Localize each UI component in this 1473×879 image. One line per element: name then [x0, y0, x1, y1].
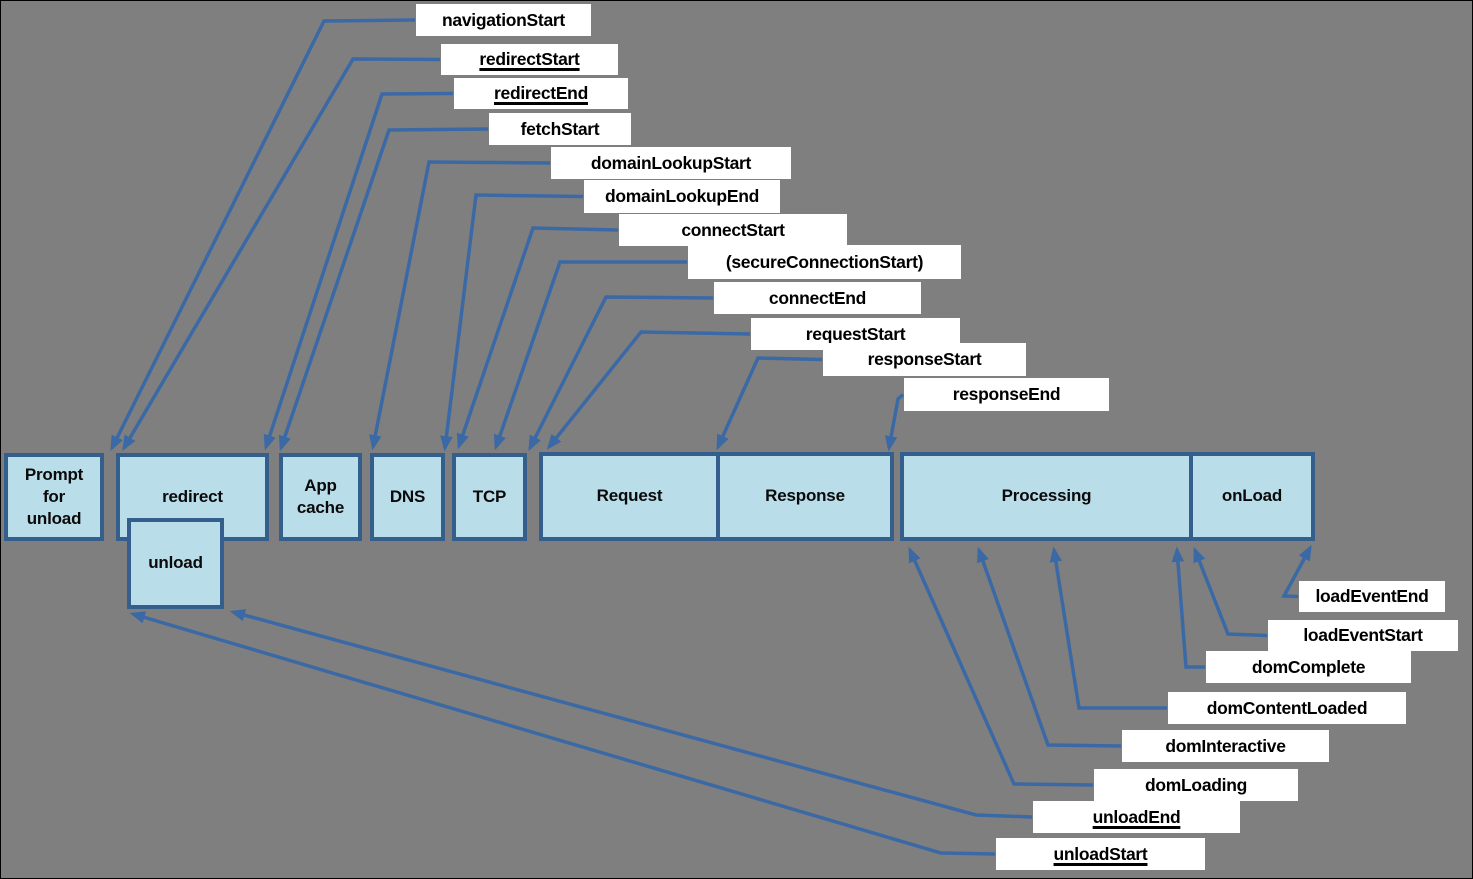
timeline-box-label: onLoad — [1221, 486, 1283, 506]
timeline-box-label: Processing — [1001, 486, 1092, 506]
timeline-box-response: Response — [716, 452, 894, 541]
timing-label-domInteractive: domInteractive — [1122, 730, 1329, 762]
connector-arrow-domInteractive — [977, 546, 1122, 748]
timeline-box-label: App cache — [296, 475, 345, 517]
timing-label-responseEnd: responseEnd — [904, 378, 1109, 411]
timeline-box-label: Request — [596, 486, 663, 506]
timing-label-loadEventEnd: loadEventEnd — [1299, 581, 1445, 612]
connector-arrow-unloadStart — [129, 611, 996, 856]
connector-arrow-domComplete — [1171, 546, 1205, 669]
timeline-box-onload: onLoad — [1189, 452, 1315, 541]
connector-arrow-domContentLoaded — [1049, 546, 1167, 710]
timeline-box-label: TCP — [472, 486, 507, 506]
timing-label-domainLookupEnd: domainLookupEnd — [584, 180, 780, 213]
timing-label-secureConnectionStart: (secureConnectionStart) — [688, 245, 961, 279]
timeline-box-prompt-for-unload: Prompt for unload — [4, 453, 104, 541]
timeline-box-dns: DNS — [370, 453, 445, 541]
connector-arrow-domainLookupEnd — [440, 193, 584, 452]
connector-arrow-redirectEnd — [263, 91, 454, 451]
timing-label-redirectStart[interactable]: redirectStart — [441, 44, 618, 75]
connector-arrow-loadEventStart — [1193, 546, 1268, 638]
timeline-box-label: DNS — [389, 486, 426, 506]
timing-label-unloadEnd[interactable]: unloadEnd — [1033, 801, 1240, 833]
timing-label-redirectEnd[interactable]: redirectEnd — [454, 78, 628, 109]
timeline-box-label: Response — [765, 486, 845, 506]
timeline-box-label: unload — [148, 553, 203, 573]
connector-arrow-navigationStart — [110, 18, 416, 452]
timing-label-domComplete: domComplete — [1206, 651, 1411, 683]
timeline-box-processing: Processing — [900, 452, 1193, 541]
connector-arrow-requestStart — [546, 330, 751, 450]
timing-label-connectEnd: connectEnd — [714, 282, 921, 314]
timing-label-connectStart: connectStart — [619, 214, 847, 246]
timing-label-navigationStart: navigationStart — [416, 4, 591, 36]
timeline-box-request: Request — [539, 452, 720, 541]
timeline-box-tcp: TCP — [452, 453, 527, 541]
connector-arrow-unloadEnd — [229, 609, 1033, 819]
connector-arrow-fetchStart — [278, 127, 489, 452]
connector-arrow-connectEnd — [528, 295, 714, 452]
connector-arrow-connectStart — [456, 226, 619, 450]
connector-arrow-redirectStart — [122, 57, 441, 452]
timeline-box-label: redirect — [162, 486, 223, 506]
timing-label-fetchStart: fetchStart — [489, 113, 631, 145]
connector-arrow-responseStart — [716, 356, 823, 451]
timing-label-responseStart: responseStart — [823, 343, 1026, 376]
timeline-box-label: Prompt for unload — [24, 464, 84, 529]
connector-arrow-responseEnd — [884, 393, 905, 452]
timing-label-unloadStart[interactable]: unloadStart — [996, 838, 1205, 870]
timing-label-domLoading: domLoading — [1094, 769, 1298, 801]
timeline-box-unload: unload — [127, 518, 224, 609]
connector-arrow-domainLookupStart — [369, 160, 551, 451]
connector-arrow-domLoading — [908, 546, 1094, 787]
connector-arrow-secureConnectionStart — [493, 260, 687, 451]
timing-label-domContentLoaded: domContentLoaded — [1168, 692, 1406, 724]
timeline-box-app-cache: App cache — [279, 453, 362, 541]
timing-label-domainLookupStart: domainLookupStart — [551, 147, 791, 179]
timing-label-loadEventStart: loadEventStart — [1268, 620, 1458, 651]
